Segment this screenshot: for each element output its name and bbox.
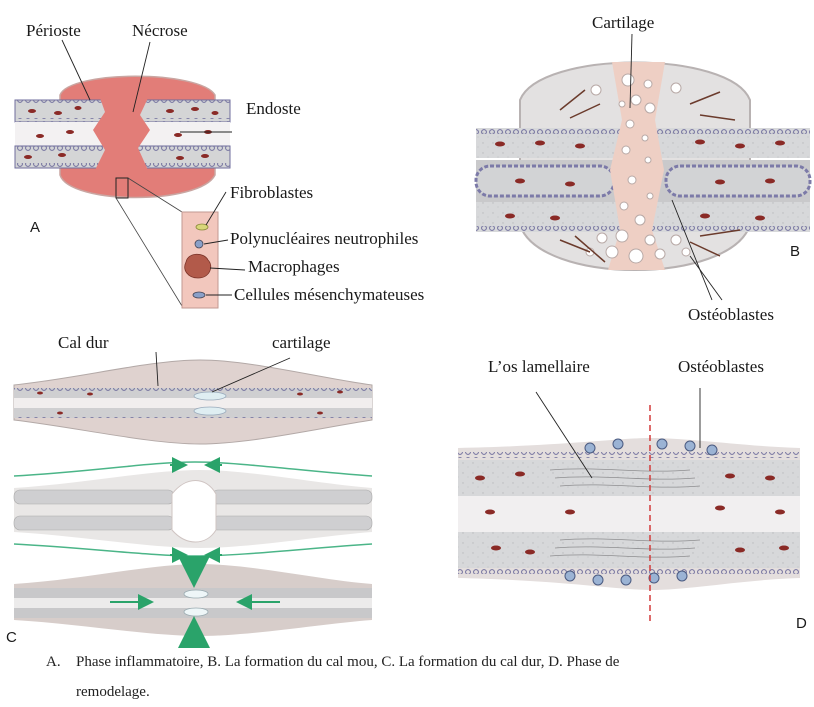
label-perioste: Périoste bbox=[26, 21, 81, 40]
caption-text-1: Phase inflammatoire, B. La formation du … bbox=[76, 654, 619, 670]
panel-a-letter: A bbox=[30, 219, 40, 236]
label-osteoblastes-d: Ostéoblastes bbox=[678, 357, 764, 376]
caption-marker: A. bbox=[46, 647, 76, 677]
label-necrose: Nécrose bbox=[132, 21, 188, 40]
hard-callus-stage-2 bbox=[14, 462, 372, 556]
mesenchymal-cell bbox=[193, 292, 205, 298]
panel-d-letter: D bbox=[796, 615, 807, 632]
label-cal-dur: Cal dur bbox=[58, 333, 109, 352]
panel-d: L’os lamellaire Ostéoblastes D bbox=[458, 357, 807, 632]
label-cartilage-c: cartilage bbox=[272, 333, 331, 352]
caption-line-1: A.Phase inflammatoire, B. La formation d… bbox=[46, 647, 786, 677]
panel-b-letter: B bbox=[790, 243, 800, 260]
label-endoste: Endoste bbox=[246, 99, 301, 118]
label-osteoblastes-b: Ostéoblastes bbox=[688, 305, 774, 324]
hard-callus-stage-3 bbox=[14, 564, 372, 636]
panel-c-letter: C bbox=[6, 629, 17, 646]
label-os-lamellaire: L’os lamellaire bbox=[488, 357, 590, 376]
panel-c: Cal dur cartilage C bbox=[6, 333, 372, 646]
hard-callus-stage-1 bbox=[14, 352, 372, 444]
label-macrophages: Macrophages bbox=[248, 257, 340, 276]
figure-caption: A.Phase inflammatoire, B. La formation d… bbox=[46, 647, 786, 707]
neutrophil-cell bbox=[195, 240, 203, 248]
label-fibroblastes: Fibroblastes bbox=[230, 183, 313, 202]
caption-text-2: remodelage. bbox=[46, 677, 786, 707]
label-mesenchymateuses: Cellules mésenchymateuses bbox=[234, 285, 424, 304]
macrophage-cell bbox=[185, 254, 211, 278]
label-cartilage: Cartilage bbox=[592, 13, 654, 32]
panel-a: Périoste Nécrose Endoste Fibroblastes Po… bbox=[15, 21, 424, 308]
panel-b: Cartilage Ostéoblastes B bbox=[476, 13, 810, 324]
label-neutrophiles: Polynucléaires neutrophiles bbox=[230, 229, 418, 248]
